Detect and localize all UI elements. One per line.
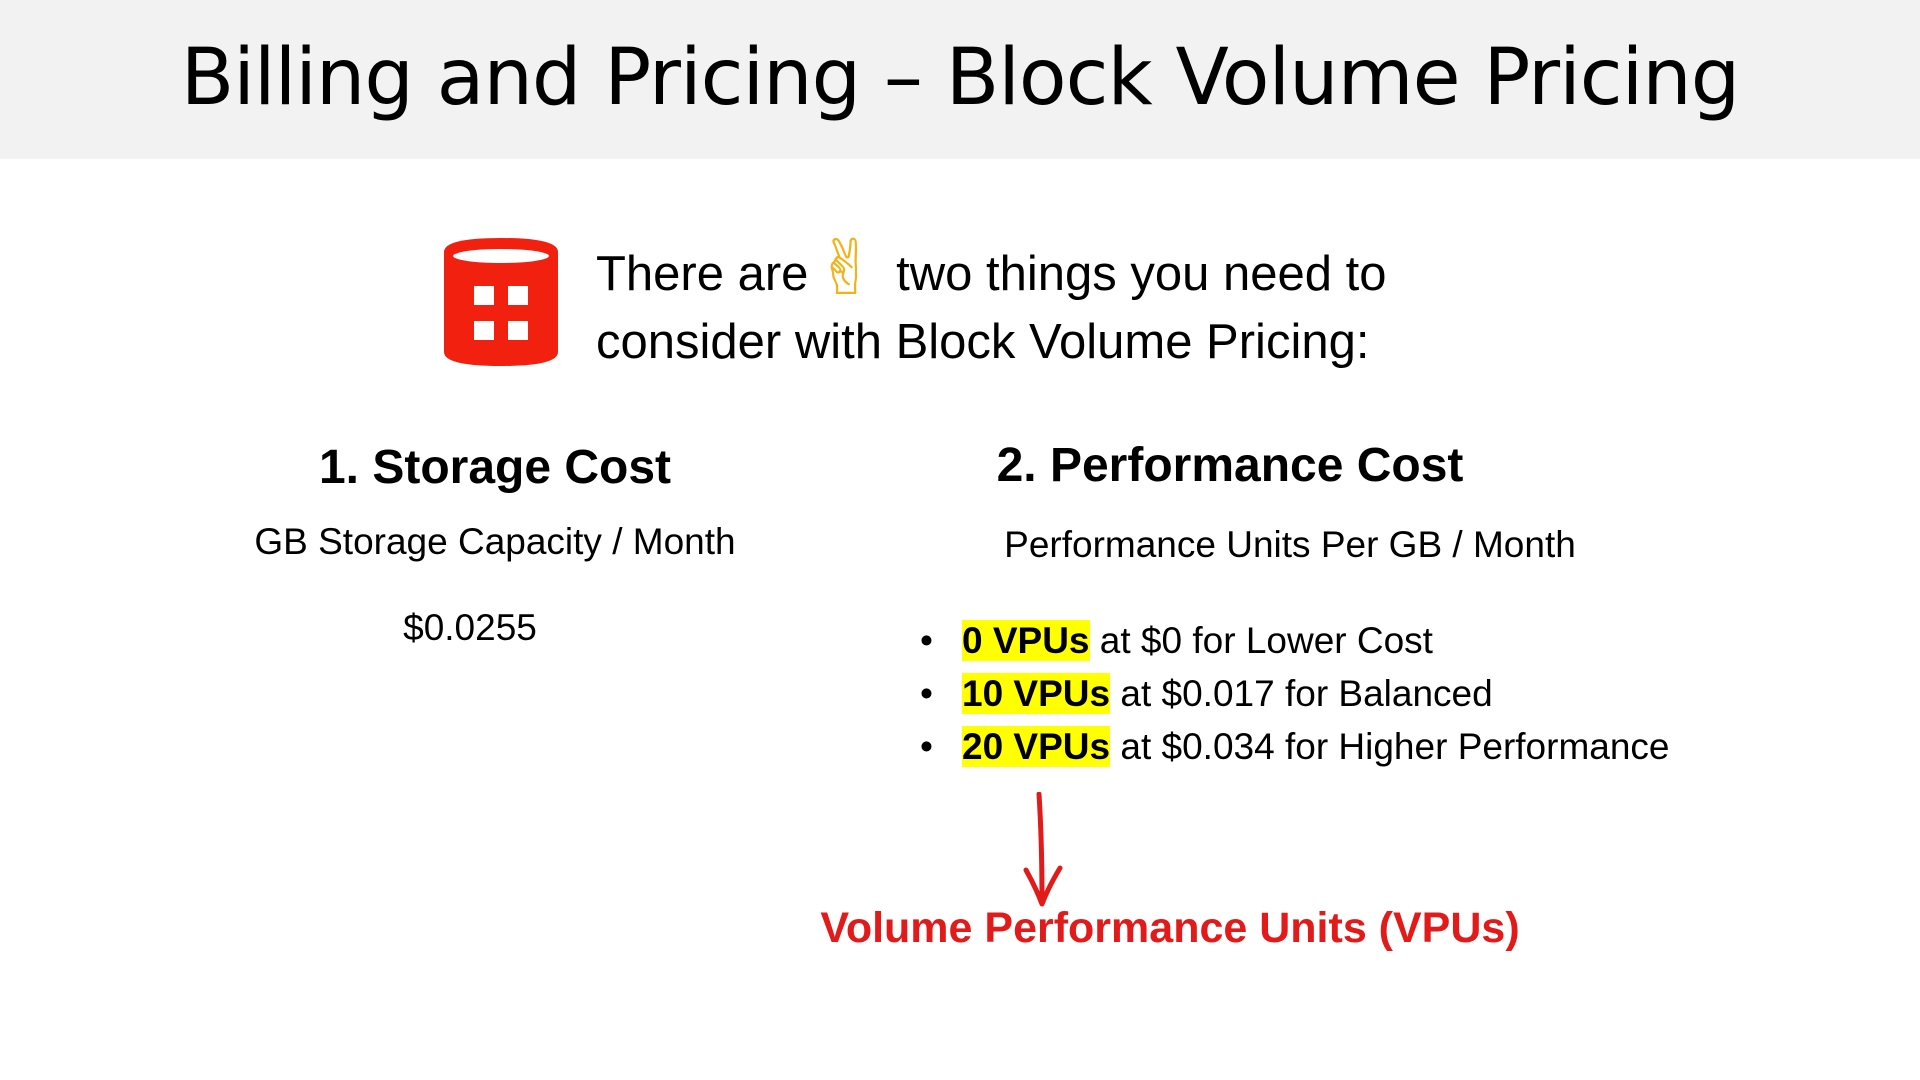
storage-price: $0.0255 [403, 607, 537, 648]
performance-cost-subheading: Performance Units Per GB / Month [1004, 524, 1576, 565]
bullet: • [920, 673, 933, 714]
block-volume-icon [444, 238, 558, 366]
vpu-highlight: 20 VPUs [962, 726, 1111, 767]
intro-text: There are✌two things you need to conside… [596, 223, 1456, 376]
performance-cost-heading: 2. Performance Cost [996, 439, 1464, 492]
slide-title: Billing and Pricing – Block Volume Prici… [180, 33, 1741, 123]
intro: There are✌two things you need to conside… [442, 222, 1442, 382]
vpu-highlight: 10 VPUs [962, 673, 1111, 714]
vpu-list-item: • 10 VPUs at $0.017 for Balanced [910, 667, 1670, 720]
vpu-description: at $0 for Lower Cost [1089, 620, 1433, 661]
vpu-description: at $0.034 for Higher Performance [1110, 726, 1670, 767]
intro-text-after: two things you need to consider with Blo… [596, 247, 1387, 369]
victory-hand-icon: ✌ [814, 223, 879, 312]
down-arrow-icon [1023, 792, 1063, 907]
title-bar: Billing and Pricing – Block Volume Prici… [0, 0, 1920, 159]
vpu-callout: Volume Performance Units (VPUs) [820, 904, 1520, 952]
vpu-list-item: • 0 VPUs at $0 for Lower Cost [910, 614, 1670, 667]
vpu-list-item: • 20 VPUs at $0.034 for Higher Performanc… [910, 720, 1670, 773]
vpu-list: • 0 VPUs at $0 for Lower Cost • 10 VPUs at… [910, 614, 1670, 773]
storage-cost-subheading: GB Storage Capacity / Month [254, 521, 736, 562]
vpu-highlight: 0 VPUs [962, 620, 1090, 661]
storage-cost-heading: 1. Storage Cost [318, 441, 672, 494]
vpu-description: at $0.017 for Balanced [1110, 673, 1493, 714]
intro-text-before: There are [596, 247, 809, 301]
bullet: • [920, 620, 933, 661]
bullet: • [920, 726, 933, 767]
